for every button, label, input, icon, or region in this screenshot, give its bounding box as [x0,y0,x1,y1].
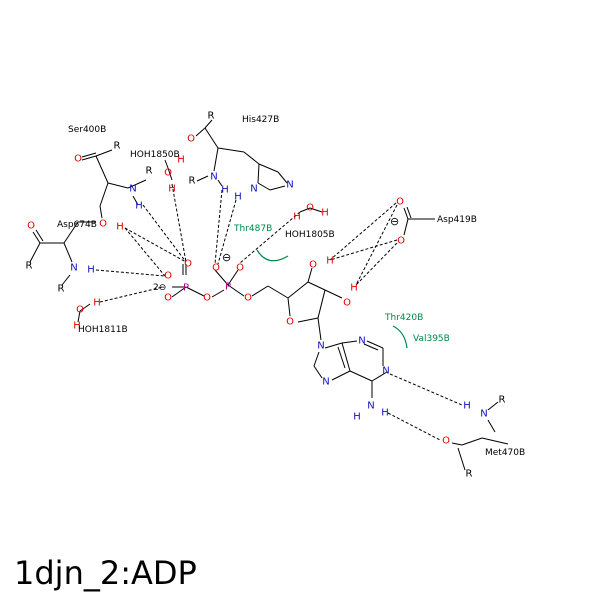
atom-o: O [76,305,84,316]
atom-r: R [466,469,473,480]
residue-label-his427: His427B [242,115,279,125]
atom-r: R [26,261,33,272]
residue-label-asp419: Asp419B [437,215,477,225]
atom-h: H [293,212,301,223]
atom-o: O [164,168,172,179]
atom-n: N [322,377,329,388]
atom-h: H [321,208,329,219]
thr487-arc [256,249,289,262]
atom-n: N [317,341,324,352]
atom-r: R [58,284,65,295]
atom-o: O [309,260,317,271]
atom-n: N [286,180,293,191]
atom-h: H [350,283,358,294]
atom-h: H [116,222,124,233]
diagram-title: 1djn_2:ADP [14,554,197,592]
residue-label-thr487: Thr487B [233,224,272,234]
atom-o: O [203,293,211,304]
residue-label-val395: Val395B [413,334,450,344]
atom-o: O [212,263,220,274]
residue-label-met470: Met470B [485,448,525,458]
atom-p: P [225,282,231,293]
atom-n: N [358,336,365,347]
atom-h: H [234,192,242,203]
atom-n: N [480,409,487,420]
atom-o: O [396,197,404,208]
atom-h: H [135,201,143,212]
atom-r: R [146,166,153,177]
atom-h: H [87,265,95,276]
atom-h: H [463,401,471,412]
residue-label-thr420: Thr420B [384,313,423,323]
atom-o: O [343,298,351,309]
atom-n: N [210,172,217,183]
hydrophobic-contacts [256,249,408,349]
charge-minus: ⊖ [390,215,399,228]
atom-h: H [177,155,185,166]
residue-label-hoh1805: HOH1805B [285,230,335,240]
atom-o: O [397,236,405,247]
atom-n: N [382,366,389,377]
atom-h: H [326,256,334,267]
residue-label-ser400: Ser400B [68,125,106,135]
atom-n: N [367,401,374,412]
atom-h: H [353,412,361,423]
residue-label-hoh1811: HOH1811B [78,325,128,335]
atom-o: O [27,221,35,232]
atom-h: H [221,185,229,196]
hydrogen-bonds [95,183,463,441]
atom-o: O [164,293,172,304]
atom-n: N [250,184,257,195]
atom-r: R [189,176,196,187]
atom-h: H [93,298,101,309]
atom-o: O [164,271,172,282]
residue-label-asp674: Asp674B [57,220,97,230]
atom-o: O [99,219,107,230]
atom-n: N [129,184,136,195]
atom-o: O [286,317,294,328]
atom-r: R [114,141,121,152]
atom-h: H [73,321,81,332]
atom-o: O [74,154,82,165]
atom-o: O [244,293,252,304]
atom-p: P [183,283,189,294]
charge-minus: ⊖ [222,251,231,264]
thr420-val395-arc [392,325,408,349]
residue-label-hoh1850: HOH1850B [130,150,180,160]
residue-labels: Ser400B His427B HOH1850B Asp674B Thr487B… [57,115,525,458]
atom-r: R [208,111,215,122]
atom-h: H [168,184,176,195]
atom-o: O [306,203,314,214]
atom-labels: O R N R H O H H O H R O N R H N N H H O … [26,111,506,480]
charge-two-minus: 2⊖ [153,283,166,293]
covalent-bonds [29,119,509,471]
atom-h: H [381,408,389,419]
atom-o: O [236,263,244,274]
atom-r: R [499,395,506,406]
atom-o: O [187,134,195,145]
atom-o: O [184,259,192,270]
atom-n: N [70,263,77,274]
atom-o: O [442,436,450,447]
